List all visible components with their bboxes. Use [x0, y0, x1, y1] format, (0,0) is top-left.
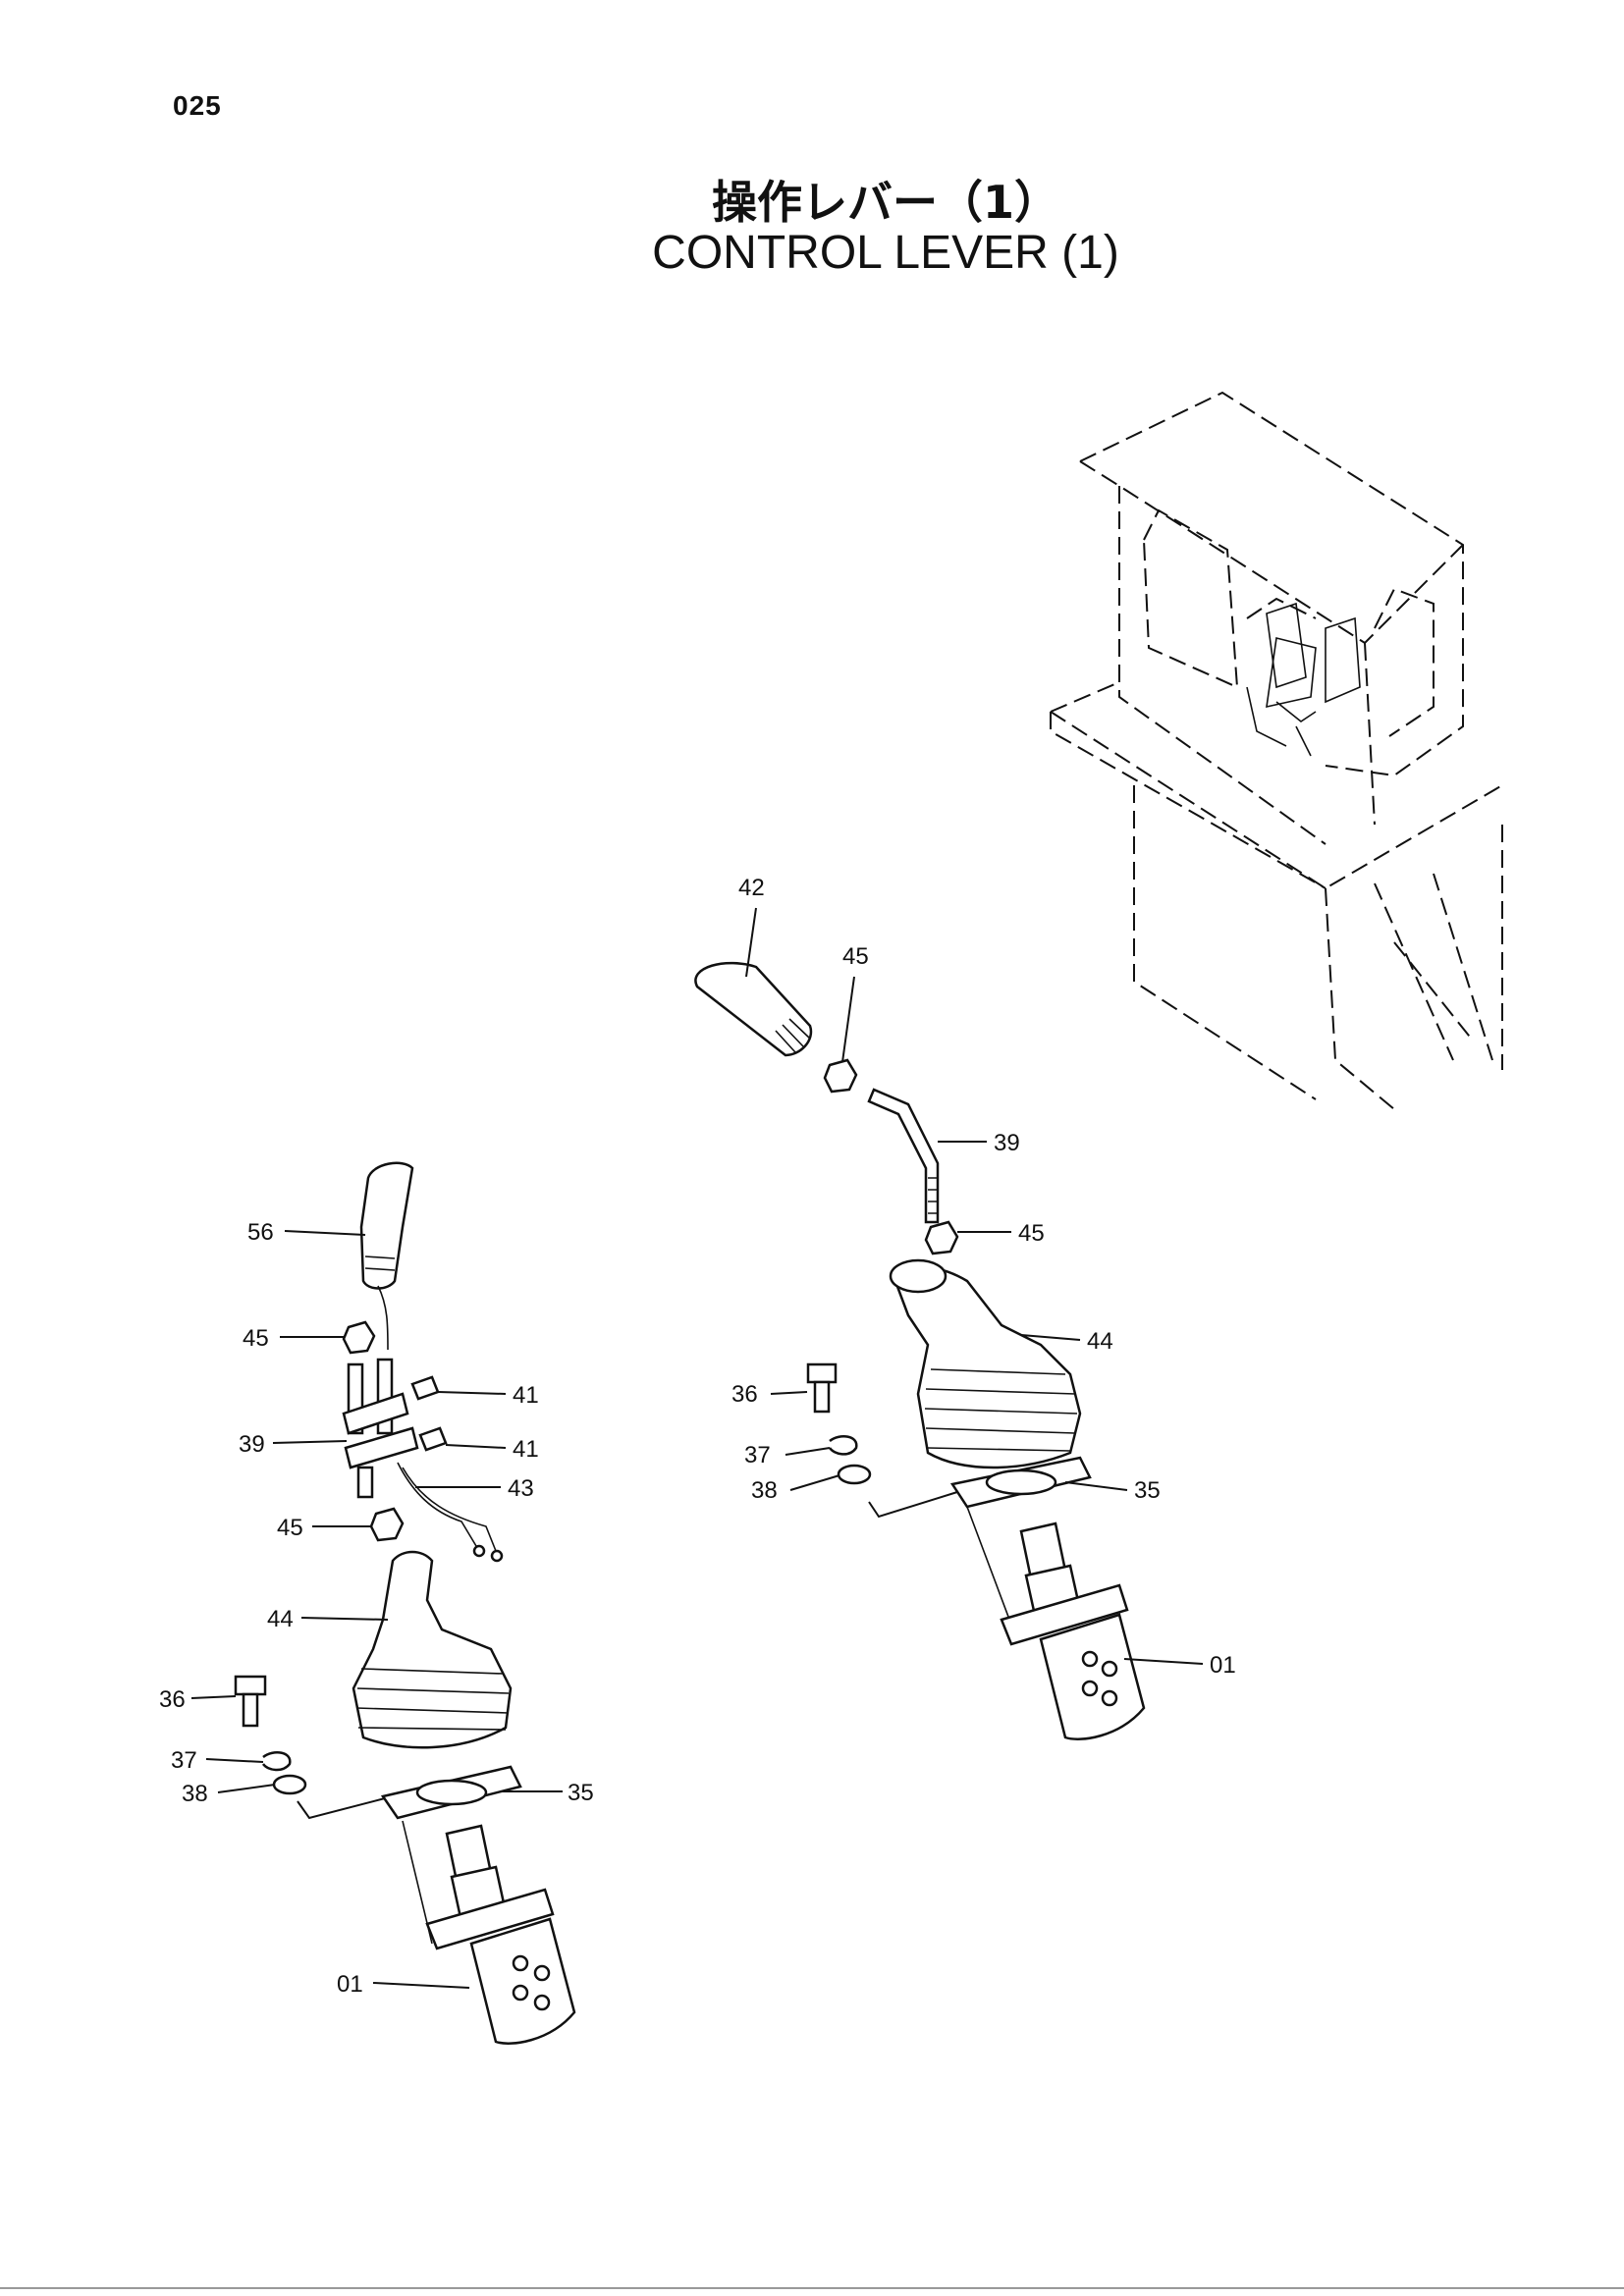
left-leaders — [190, 1230, 563, 1989]
left-callouts: 56 45 41 39 41 43 45 44 36 37 38 35 01 — [159, 1219, 594, 1998]
callout-39: 39 — [239, 1431, 265, 1458]
grip-42 — [694, 961, 813, 1057]
callout-36: 36 — [731, 1381, 758, 1408]
callout-35: 35 — [568, 1780, 594, 1806]
callout-01: 01 — [1210, 1652, 1236, 1679]
callout-01: 01 — [337, 1971, 363, 1998]
callout-45-lower: 45 — [277, 1515, 303, 1541]
right-leaders — [745, 907, 1204, 1665]
callout-42: 42 — [738, 875, 765, 901]
rod-39 — [867, 1088, 940, 1224]
callout-45-upper: 45 — [243, 1325, 269, 1352]
callout-44: 44 — [267, 1606, 294, 1632]
nut-45-lower — [924, 1220, 959, 1255]
bolt-36 — [806, 1362, 838, 1384]
callout-36: 36 — [159, 1686, 186, 1713]
switch-41-upper — [410, 1375, 440, 1401]
callout-37: 37 — [171, 1747, 197, 1774]
boot-44 — [892, 1265, 1082, 1469]
page-title-english: CONTROL LEVER (1) — [652, 227, 1119, 279]
bolt-36 — [234, 1675, 267, 1696]
callout-39: 39 — [994, 1130, 1020, 1156]
bottom-rule — [0, 2287, 1624, 2289]
boot-44 — [352, 1550, 513, 1749]
right-callouts: 42 45 39 45 44 36 37 38 35 01 — [731, 875, 1236, 1679]
callout-38: 38 — [182, 1781, 208, 1807]
callout-45-lower: 45 — [1018, 1220, 1045, 1247]
nut-45-upper — [823, 1058, 858, 1094]
nut-45-lower — [369, 1507, 405, 1542]
washer-38 — [837, 1464, 872, 1485]
callout-44: 44 — [1087, 1328, 1113, 1355]
callout-41-upper: 41 — [513, 1382, 539, 1409]
right-lever-assembly — [694, 961, 1146, 1740]
callout-41-lower: 41 — [513, 1436, 539, 1463]
callout-37: 37 — [744, 1442, 771, 1468]
washer-37 — [261, 1751, 292, 1772]
callout-56: 56 — [247, 1219, 274, 1246]
switch-41-lower — [418, 1426, 448, 1452]
page-number: 025 — [173, 90, 222, 121]
cab-outline — [1050, 391, 1503, 1110]
callout-38: 38 — [751, 1477, 778, 1504]
wire-43 — [397, 1462, 477, 1547]
callout-45-upper: 45 — [842, 943, 869, 970]
washer-37 — [828, 1435, 858, 1456]
callout-43: 43 — [508, 1475, 534, 1502]
nut-45-upper — [342, 1320, 376, 1355]
page-title-japanese: 操作レバー（1） — [711, 176, 1059, 229]
callout-35: 35 — [1134, 1477, 1161, 1504]
washer-38 — [272, 1774, 307, 1795]
left-lever-assembly — [234, 1161, 576, 2045]
